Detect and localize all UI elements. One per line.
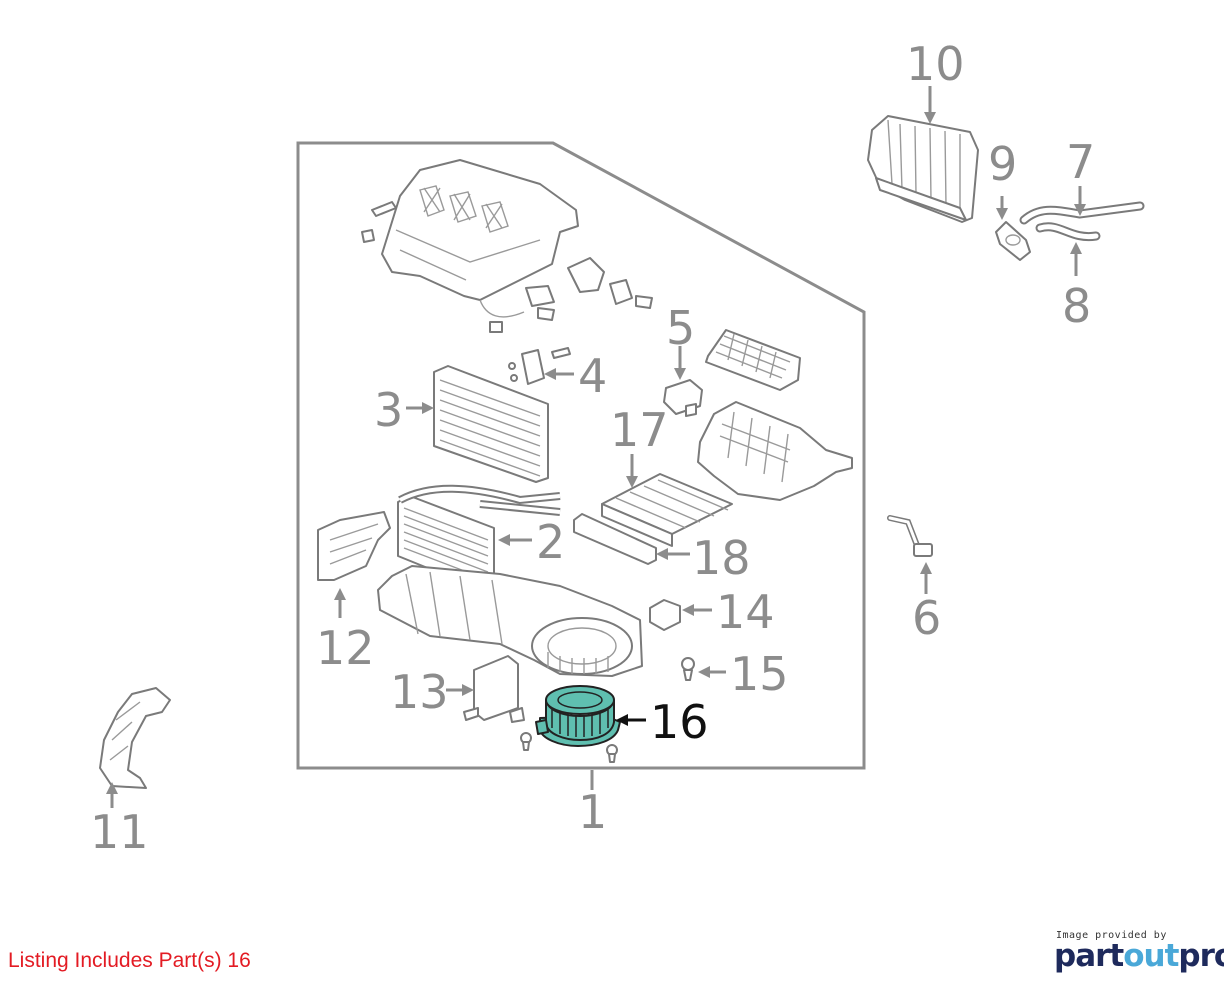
part-3-heater-core [433,365,549,483]
callout-1: 1 [578,785,607,839]
listing-note: Listing Includes Part(s) 16 [8,949,251,972]
callout-11: 11 [90,805,149,859]
part-18-seal [573,513,657,565]
part-13-module [463,655,525,723]
part-4-actuator [508,347,571,385]
image-credit: Image provided by [1056,930,1167,941]
brand-part: part [1054,938,1124,974]
intake-housing [697,401,853,501]
callout-9: 9 [988,137,1017,191]
callout-2: 2 [536,515,565,569]
callout-16: 16 [650,695,709,749]
part-16-blower-motor [535,685,621,747]
brand-end: pro [1178,938,1224,974]
callout-6: 6 [912,591,941,645]
callout-7: 7 [1066,135,1095,189]
lower-housing [377,565,643,677]
callout-8: 8 [1062,279,1091,333]
part-17-filter [601,473,733,547]
callout-17: 17 [610,403,669,457]
partoutpro-logo: partoutpro [1054,938,1224,974]
callout-10: 10 [906,37,965,91]
part-11-bracket [99,687,171,789]
part-15-screw [681,657,695,681]
callout-18: 18 [692,531,751,585]
callout-12: 12 [316,621,375,675]
blower-screws [520,732,618,763]
callout-3: 3 [374,383,403,437]
part-6-tube [887,515,933,557]
callout-13: 13 [390,665,449,719]
part-12-bracket [317,511,391,581]
part-5-actuator [663,379,703,417]
assembly-boundary [296,141,866,770]
filter-cover [705,329,801,391]
upper-housing [361,159,653,333]
brand-accent: out [1123,938,1179,974]
part-10-duct [867,115,979,223]
callout-14: 14 [716,585,775,639]
part-2-evaporator [397,484,561,591]
callout-15: 15 [730,647,789,701]
part-14-resistor [649,599,681,631]
leader-lines [106,86,1086,808]
callout-4: 4 [578,349,607,403]
callout-5: 5 [666,301,695,355]
part-9-grommet [995,221,1031,261]
